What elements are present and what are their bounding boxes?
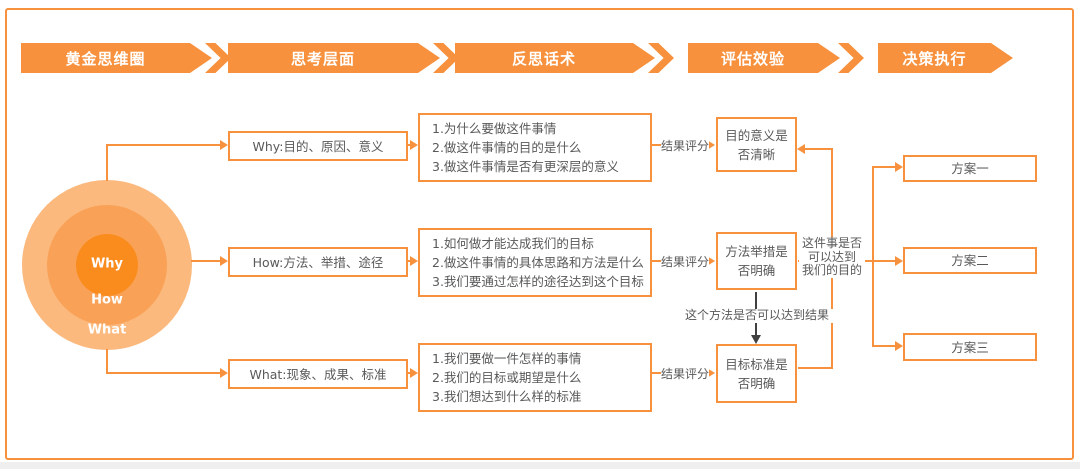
- connector-score: [652, 372, 662, 374]
- arrow-right-icon: [220, 256, 228, 266]
- connector-circle-to-how: [191, 260, 220, 262]
- reflect-box-how: 1.如何做才能达成我们的目标 2.做这件事情的具体思路和方法是什么 3.我们要通…: [418, 228, 652, 297]
- banner-step-thinking-levels: 思考层面: [228, 43, 440, 73]
- connector-why-to-reflect: [406, 144, 412, 146]
- ring-label-how: How: [91, 292, 123, 308]
- arrow-right-icon: [410, 256, 418, 266]
- arrow-right-icon: [220, 140, 228, 150]
- evaluate-box-goal: 目标标准是 否明确: [716, 344, 797, 403]
- connector-decision-branch: [872, 345, 896, 347]
- decision-box-plan-1: 方案一: [903, 155, 1037, 182]
- arrow-right-icon: [895, 162, 903, 172]
- banner-step-label: 反思话术: [511, 49, 576, 68]
- connector-feedback-loop: [798, 367, 833, 369]
- connector-circle-to-why: [106, 144, 220, 146]
- connector-what-to-reflect: [406, 372, 412, 374]
- decision-box-plan-2: 方案二: [903, 247, 1037, 274]
- score-label: 结果评分: [661, 253, 710, 270]
- reflect-box-what: 1.我们要做一件怎样的事情 2.我们的目标或期望是什么 3.我们想达到什么样的标…: [418, 343, 652, 412]
- score-label: 结果评分: [661, 137, 710, 154]
- evaluate-box-purpose: 目的意义是 否清晰: [716, 117, 797, 172]
- connector-decision-branch: [872, 166, 896, 168]
- banner-step-label: 决策执行: [902, 49, 967, 68]
- arrow-right-icon: [410, 368, 418, 378]
- arrow-right-icon: [410, 140, 418, 150]
- banner-step-label: 思考层面: [290, 49, 355, 68]
- banner-step-reflection: 反思话术: [455, 43, 655, 73]
- connector-decision-branch: [872, 167, 874, 347]
- golden-circle-outer-ring: Why How What: [22, 180, 192, 350]
- method-check-label: 这个方法是否可以达到结果: [677, 308, 837, 323]
- connector-score: [652, 260, 662, 262]
- arrow-right-icon: [707, 140, 715, 150]
- arrow-down-icon: [751, 335, 761, 344]
- banner-step-decision: 决策执行: [878, 43, 1013, 73]
- goal-check-label: 这件事是否 可以达到 我们的目的: [799, 236, 865, 278]
- connector-score: [652, 144, 662, 146]
- connector-circle-to-what: [106, 372, 220, 374]
- layer-box-why: Why:目的、原因、意义: [228, 131, 408, 161]
- connector-circle-to-what: [106, 349, 108, 374]
- ring-label-why: Why: [90, 256, 124, 272]
- connector-circle-to-why: [106, 145, 108, 181]
- evaluate-box-method: 方法举措是 否明确: [716, 232, 797, 290]
- banner-step-evaluation: 评估效验: [688, 43, 840, 73]
- arrow-right-icon: [220, 368, 228, 378]
- layer-box-how: How:方法、举措、途径: [228, 247, 408, 277]
- banner-step-label: 评估效验: [720, 49, 785, 68]
- connector-feedback-loop: [805, 148, 833, 150]
- arrow-right-icon: [707, 368, 715, 378]
- banner-step-label: 黄金思维圈: [65, 49, 146, 68]
- ring-label-what: What: [87, 322, 127, 338]
- layer-box-what: What:现象、成果、标准: [228, 359, 408, 389]
- arrow-right-icon: [895, 256, 903, 266]
- reflect-box-why: 1.为什么要做这件事情 2.做这件事情的目的是什么 3.做这件事情是否有更深层的…: [418, 113, 652, 182]
- connector-how-to-reflect: [406, 260, 412, 262]
- decision-box-plan-3: 方案三: [903, 333, 1037, 361]
- arrow-left-icon: [797, 144, 805, 154]
- golden-circle-inner-ring: [76, 234, 138, 296]
- diagram-border-frame: [5, 8, 1074, 460]
- arrow-right-icon: [707, 256, 715, 266]
- bottom-scroll-strip: [0, 462, 1080, 469]
- banner-step-golden-circle: 黄金思维圈: [21, 43, 212, 73]
- arrow-right-icon: [895, 341, 903, 351]
- score-label: 结果评分: [661, 365, 710, 382]
